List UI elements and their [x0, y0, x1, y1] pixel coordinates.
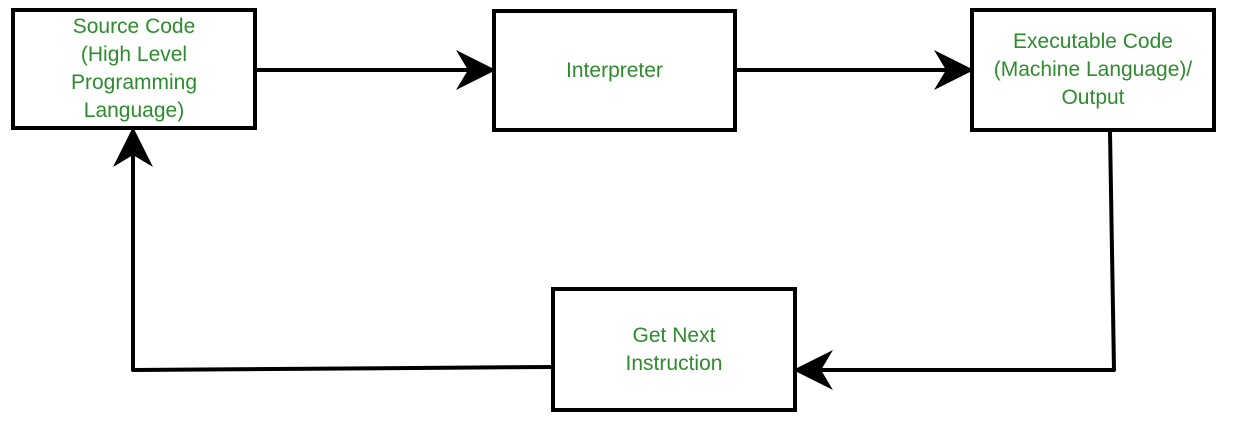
arrow-next-instruction-to-source	[113, 127, 552, 372]
executable-code-box: Executable Code (Machine Language)/ Outp…	[970, 8, 1216, 132]
interpreter-label: Interpreter	[566, 58, 663, 82]
get-next-instruction-box: Get Next Instruction	[551, 287, 797, 412]
get-next-instruction-label: Get Next Instruction	[625, 323, 723, 375]
interpreter-box: Interpreter	[492, 9, 737, 132]
source-code-box: Source Code (High Level Programming Lang…	[11, 8, 257, 130]
arrow-executable-to-next-instruction	[793, 131, 1116, 390]
executable-code-label: Executable Code (Machine Language)/ Outp…	[993, 30, 1193, 109]
source-code-label: Source Code (High Level Programming Lang…	[70, 15, 198, 122]
